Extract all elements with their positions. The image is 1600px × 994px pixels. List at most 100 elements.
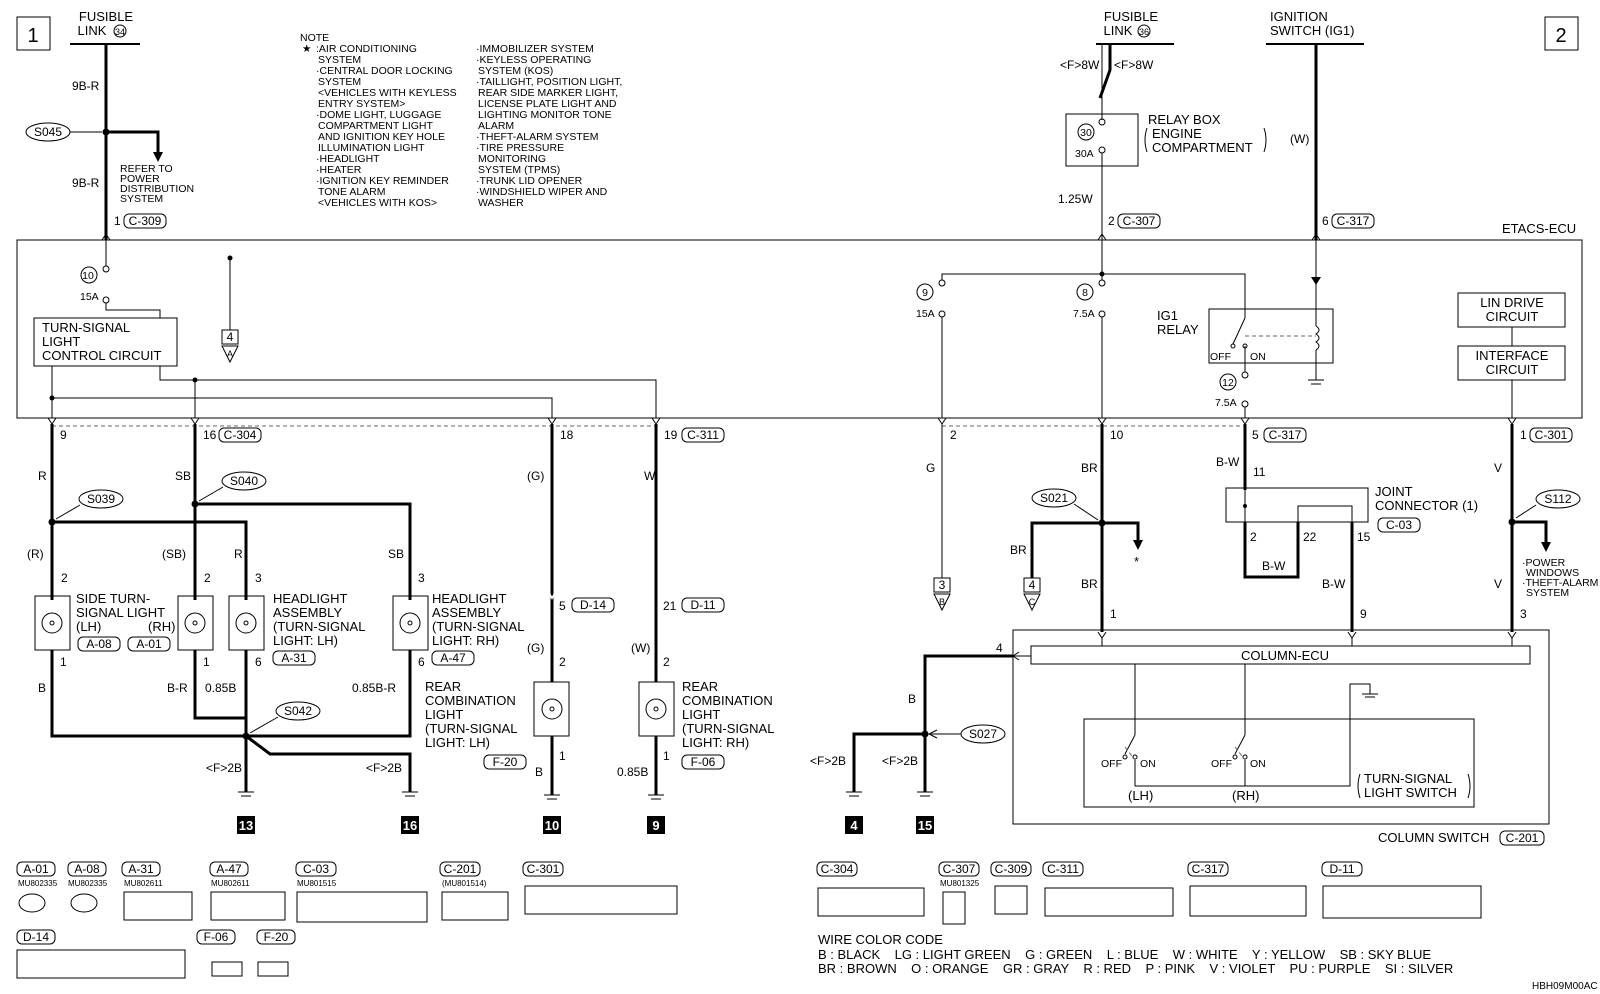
svg-text:·HEADLIGHT: ·HEADLIGHT [316,153,380,165]
svg-text:MU802611: MU802611 [211,879,250,888]
svg-text:2: 2 [559,655,566,669]
svg-text:BR: BR [1010,543,1027,557]
svg-text:S027: S027 [969,727,997,741]
svg-text:REAR: REAR [682,679,718,694]
svg-text:ENGINE: ENGINE [1152,126,1202,141]
svg-text:C-301: C-301 [1535,428,1568,442]
svg-text:1: 1 [203,655,210,669]
svg-text:0.85B: 0.85B [617,765,648,779]
svg-text:LIGHT: LIGHT [682,707,720,722]
rear-combination-lights: (G) W 5 D-14 21 D-11 (G) (W) 2 2 REAR CO… [425,424,774,834]
svg-text:LINK: LINK [1104,23,1133,38]
svg-text:D-11: D-11 [690,598,715,612]
svg-text:C-201: C-201 [444,862,477,876]
svg-text:S042: S042 [284,704,312,718]
svg-text:6: 6 [418,655,425,669]
svg-text:6: 6 [255,655,262,669]
svg-text:SYSTEM (TPMS): SYSTEM (TPMS) [478,164,560,176]
svg-text:F-06: F-06 [691,755,716,769]
svg-text:(RH): (RH) [1232,788,1259,803]
svg-text:<F>2B: <F>2B [366,761,402,775]
svg-text:ASSEMBLY: ASSEMBLY [432,605,501,620]
svg-text:SYSTEM: SYSTEM [120,193,163,205]
svg-text:0.85B: 0.85B [205,681,236,695]
svg-text:B : BLACK LG : LIGHT GREEN: B : BLACK LG : LIGHT GREEN G : GREEN L :… [818,947,1431,962]
svg-text:C-304: C-304 [224,428,257,442]
svg-text:★: ★ [302,43,312,55]
svg-text:LIGHT: RH): LIGHT: RH) [432,633,499,648]
svg-text:·IGNITION KEY REMINDER: ·IGNITION KEY REMINDER [316,175,449,187]
svg-text:OFF: OFF [1211,758,1232,770]
svg-text:C-304: C-304 [821,862,854,876]
svg-text:1: 1 [27,25,38,47]
svg-text:·THEFT-ALARM: ·THEFT-ALARM [1522,577,1598,589]
svg-text:REAR SIDE MARKER LIGHT,: REAR SIDE MARKER LIGHT, [478,87,618,99]
svg-text:·THEFT-ALARM SYSTEM: ·THEFT-ALARM SYSTEM [476,131,599,143]
svg-text:15A: 15A [80,291,99,303]
svg-text:B-W: B-W [1322,577,1346,591]
svg-text:B-R: B-R [167,681,188,695]
svg-text:ETACS-ECU: ETACS-ECU [1502,221,1576,236]
svg-text::AIR CONDITIONING: :AIR CONDITIONING [316,43,417,55]
svg-text:OFF: OFF [1210,351,1231,363]
svg-text:WIRE COLOR CODE: WIRE COLOR CODE [818,932,943,947]
svg-text:15: 15 [918,818,932,833]
svg-text:W: W [644,469,656,483]
etacs-ecu: ETACS-ECU 10 15A 4 A TURN-SIGNAL LIGHT C… [16,221,1583,427]
svg-text:SYSTEM: SYSTEM [318,76,361,88]
svg-text:10: 10 [1110,428,1124,442]
svg-text:1: 1 [663,749,670,763]
svg-text:4: 4 [1029,578,1036,592]
svg-text:BR : BROWN O : ORANGE GR: BR : BROWN O : ORANGE GR : GRAY R : RED … [818,961,1453,976]
svg-text:·TRUNK LID OPENER: ·TRUNK LID OPENER [476,175,583,187]
svg-text:6: 6 [1322,214,1329,228]
svg-text:ON: ON [1140,758,1156,770]
svg-text:ON: ON [1250,351,1266,363]
svg-text:COMPARTMENT: COMPARTMENT [1152,140,1253,155]
svg-text:JOINT: JOINT [1375,484,1413,499]
svg-text:A-08: A-08 [86,637,112,651]
svg-text:D-14: D-14 [580,598,606,612]
svg-text:(TURN-SIGNAL: (TURN-SIGNAL [425,721,517,736]
svg-text:(LH): (LH) [76,619,101,634]
page-marker-left: 1 [16,16,51,51]
svg-text:9B-R: 9B-R [72,176,100,190]
page-marker-right: 2 [1544,16,1579,51]
wire-color-code: WIRE COLOR CODE B : BLACK LG : LIGHT GRE… [818,932,1598,992]
svg-text:·TAILLIGHT, POSITION LIGHT,: ·TAILLIGHT, POSITION LIGHT, [476,76,622,88]
svg-text:LINK: LINK [78,23,107,38]
svg-text:AND IGNITION KEY HOLE: AND IGNITION KEY HOLE [318,131,445,143]
svg-text:C-317: C-317 [1337,214,1370,228]
svg-text:36: 36 [1139,27,1149,37]
svg-text:C-03: C-03 [303,862,329,876]
svg-text:SB: SB [175,469,191,483]
svg-text:10: 10 [82,270,94,282]
svg-text:BR: BR [1081,461,1098,475]
svg-text:15: 15 [1357,530,1371,544]
svg-text:A: A [227,349,233,359]
svg-text:2: 2 [1108,214,1115,228]
svg-text:B: B [535,765,543,779]
svg-text:1: 1 [60,655,67,669]
svg-text:SIDE TURN-: SIDE TURN- [76,591,150,606]
svg-text:4: 4 [996,641,1003,655]
svg-text:C-311: C-311 [687,428,719,442]
svg-text:TURN-SIGNAL: TURN-SIGNAL [42,320,130,335]
svg-text:OFF: OFF [1101,758,1122,770]
svg-text:(G): (G) [527,641,544,655]
svg-text:<F>8W: <F>8W [1114,58,1154,72]
svg-text:F-20: F-20 [264,930,289,944]
svg-text:C-301: C-301 [527,862,560,876]
svg-text:34: 34 [115,27,125,37]
svg-text:30: 30 [1080,127,1092,139]
svg-text:REFER TO: REFER TO [120,163,173,175]
svg-text:(TURN-SIGNAL: (TURN-SIGNAL [432,619,524,634]
relay-box: 30 30A RELAY BOX ENGINE COMPARTMENT [1065,112,1267,167]
svg-text:12: 12 [1222,377,1234,389]
svg-text:<F>8W: <F>8W [1060,58,1100,72]
svg-text:*: * [1134,554,1139,569]
svg-text:FUSIBLE: FUSIBLE [79,9,134,24]
svg-text:ILLUMINATION LIGHT: ILLUMINATION LIGHT [318,142,425,154]
svg-text:LIGHT: RH): LIGHT: RH) [682,735,749,750]
